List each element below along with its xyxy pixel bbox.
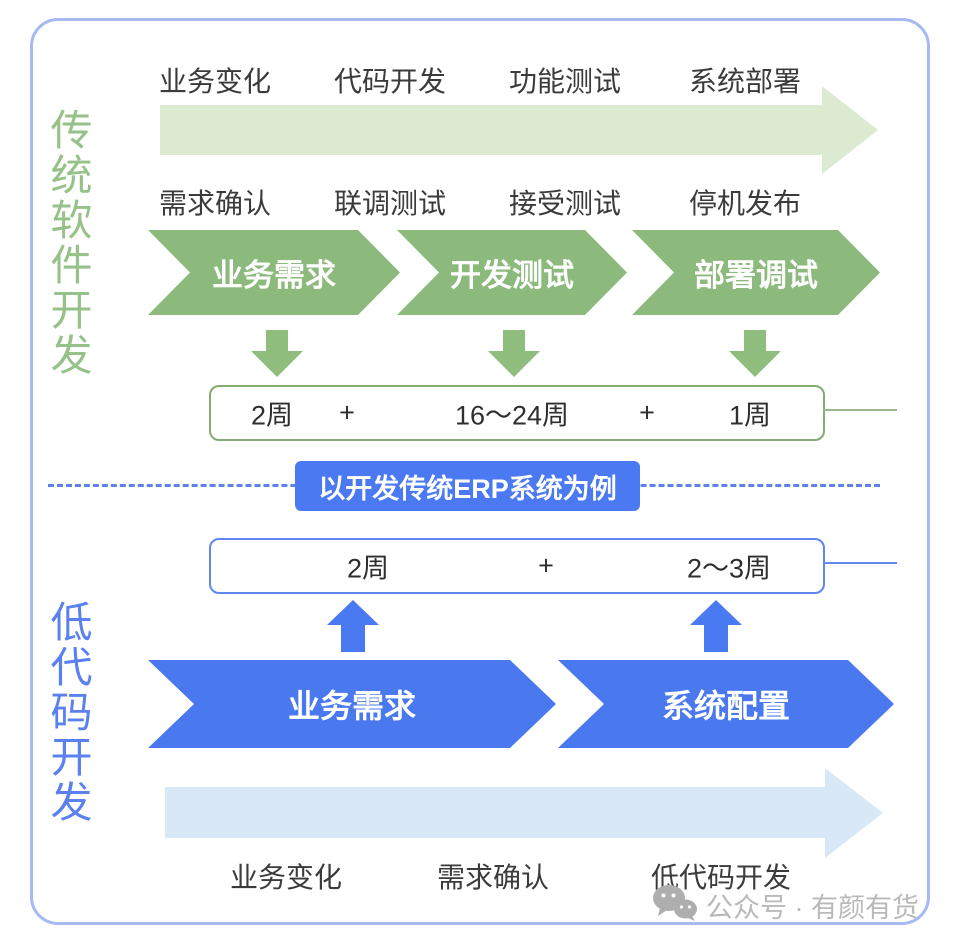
traditional-mid-label: 接受测试 bbox=[508, 188, 622, 219]
arrow-stem bbox=[266, 330, 288, 351]
arrow-head bbox=[327, 600, 379, 625]
up-arrow-icon bbox=[327, 600, 379, 652]
traditional-mid-label: 停机发布 bbox=[688, 188, 802, 219]
duration-value: 1周 bbox=[728, 400, 772, 431]
lowcode-timeline-arrowhead-icon bbox=[825, 768, 883, 858]
lowcode-timeline-band bbox=[165, 787, 825, 838]
arrow-stem bbox=[341, 625, 365, 652]
arrow-head bbox=[251, 351, 303, 377]
divider-label: 以开发传统ERP系统为例 bbox=[295, 461, 640, 511]
traditional-top-label: 业务变化 bbox=[158, 66, 272, 97]
plus-sign: + bbox=[339, 397, 355, 428]
arrow-head bbox=[729, 351, 781, 377]
duration-value: 16～24周 bbox=[454, 400, 570, 431]
plus-sign: + bbox=[639, 397, 655, 428]
duration-value: 2周 bbox=[346, 553, 390, 584]
lowcode-duration-box: 2周 + 2～3周 bbox=[209, 538, 825, 594]
arrow-stem bbox=[503, 330, 525, 351]
traditional-duration-box: 2周 + 16～24周 + 1周 bbox=[209, 385, 825, 441]
arrow-head bbox=[690, 600, 742, 625]
outer-frame bbox=[30, 18, 930, 925]
lowcode-section-title: 低代码开发 bbox=[45, 600, 92, 825]
lowcode-connector-line bbox=[823, 562, 897, 564]
lowcode-bottom-label: 需求确认 bbox=[436, 862, 550, 893]
traditional-top-label: 功能测试 bbox=[508, 66, 622, 97]
traditional-mid-label: 需求确认 bbox=[158, 188, 272, 219]
watermark-text: 公众号 · 有颜有货 bbox=[706, 893, 919, 923]
duration-value: 2周 bbox=[250, 400, 294, 431]
lowcode-bottom-label: 业务变化 bbox=[229, 862, 343, 893]
traditional-connector-line bbox=[823, 409, 897, 411]
traditional-top-label: 系统部署 bbox=[688, 66, 802, 97]
up-arrow-icon bbox=[690, 600, 742, 652]
traditional-timeline-band bbox=[160, 105, 822, 155]
traditional-top-label: 代码开发 bbox=[333, 66, 447, 97]
traditional-phase-chevron: 业务需求 bbox=[148, 230, 400, 315]
wechat-icon bbox=[652, 884, 698, 927]
arrow-head bbox=[488, 351, 540, 377]
traditional-section-title: 传统软件开发 bbox=[45, 108, 92, 378]
plus-sign: + bbox=[538, 550, 554, 581]
down-arrow-icon bbox=[729, 330, 781, 377]
down-arrow-icon bbox=[488, 330, 540, 377]
down-arrow-icon bbox=[251, 330, 303, 377]
traditional-timeline-arrowhead-icon bbox=[822, 86, 878, 174]
arrow-stem bbox=[704, 625, 728, 652]
watermark: 公众号 · 有颜有货 bbox=[652, 884, 919, 927]
arrow-stem bbox=[744, 330, 766, 351]
traditional-mid-label: 联调测试 bbox=[333, 188, 447, 219]
lowcode-phase-chevron: 业务需求 bbox=[148, 660, 556, 748]
duration-value: 2～3周 bbox=[686, 553, 772, 584]
lowcode-phase-chevron: 系统配置 bbox=[558, 660, 894, 748]
